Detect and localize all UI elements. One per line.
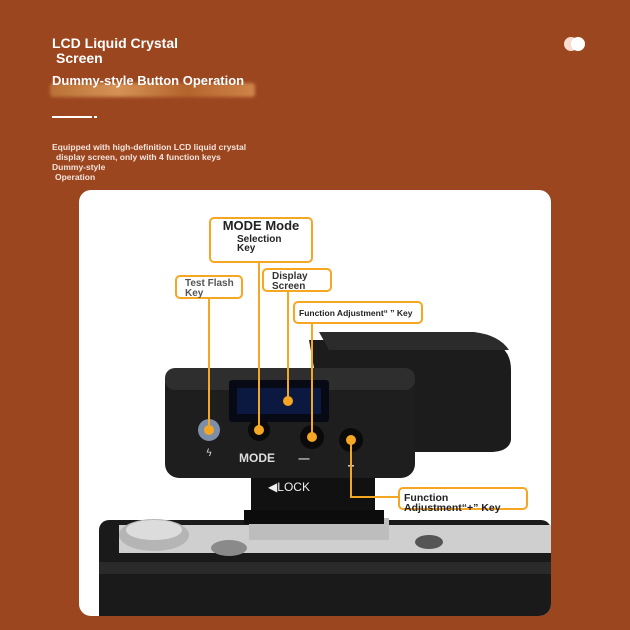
product-photo: ϟ MODE — + ◀LOCK: [99, 332, 551, 616]
brush-decoration: [50, 83, 255, 97]
test-flash-callout-1: Test Flash: [185, 278, 234, 289]
mode-button-marker: [254, 425, 264, 435]
description-line-1: Equipped with high-definition LCD liquid…: [52, 142, 247, 152]
function-plus-callout: Function Adjustment“+” Key: [398, 487, 528, 513]
product-card: ϟ MODE — + ◀LOCK MODE Mode Selection Key…: [79, 190, 551, 616]
lock-label: ◀LOCK: [268, 480, 310, 494]
mode-label: MODE: [239, 451, 275, 465]
flash-connector: [208, 299, 210, 429]
plus-button-marker: [346, 435, 356, 445]
display-callout-2: Screen: [272, 281, 306, 292]
description-secondary: Dummy-style Operation: [52, 162, 106, 182]
flash-button-marker: [204, 425, 214, 435]
mode-callout-sub: Selection Key: [215, 234, 307, 254]
heart-logo-icon: [564, 37, 585, 51]
mode-callout-sub-2: Key: [237, 243, 256, 254]
description2-line-2: Operation: [55, 171, 96, 182]
description-line-2: display screen, only with 4 function key…: [56, 151, 221, 162]
page-subtitle: Dummy-style Button Operation: [52, 73, 245, 88]
mode-callout-sub-1: Selection: [237, 234, 282, 245]
minus-symbol: —: [299, 453, 310, 465]
description2-line-1: Dummy-style: [52, 162, 106, 172]
display-callout: Display Screen: [262, 268, 332, 292]
page-title: LCD Liquid Crystal Screen: [52, 36, 178, 66]
mode-callout: MODE Mode Selection Key: [209, 217, 313, 263]
function-minus-callout: Function Adjustment“ ” Key: [293, 301, 423, 324]
description: Equipped with high-definition LCD liquid…: [52, 142, 292, 162]
minus-button-marker: [307, 432, 317, 442]
flash-symbol: ϟ: [206, 448, 213, 459]
display-marker: [283, 396, 293, 406]
test-flash-callout-2: Key: [185, 288, 204, 299]
display-callout-1: Display: [272, 271, 308, 282]
title-line-1: LCD Liquid Crystal: [52, 35, 179, 51]
plus-connector-v: [350, 440, 352, 498]
test-flash-callout: Test Flash Key: [175, 275, 243, 299]
plus-connector-h: [350, 496, 400, 498]
display-connector: [287, 292, 289, 400]
mode-connector: [258, 263, 260, 428]
mode-callout-title: MODE Mode: [222, 218, 300, 233]
title-line-2: Screen: [56, 50, 103, 66]
minus-connector: [311, 324, 313, 436]
divider: [52, 116, 92, 118]
divider-dot: [94, 116, 97, 118]
